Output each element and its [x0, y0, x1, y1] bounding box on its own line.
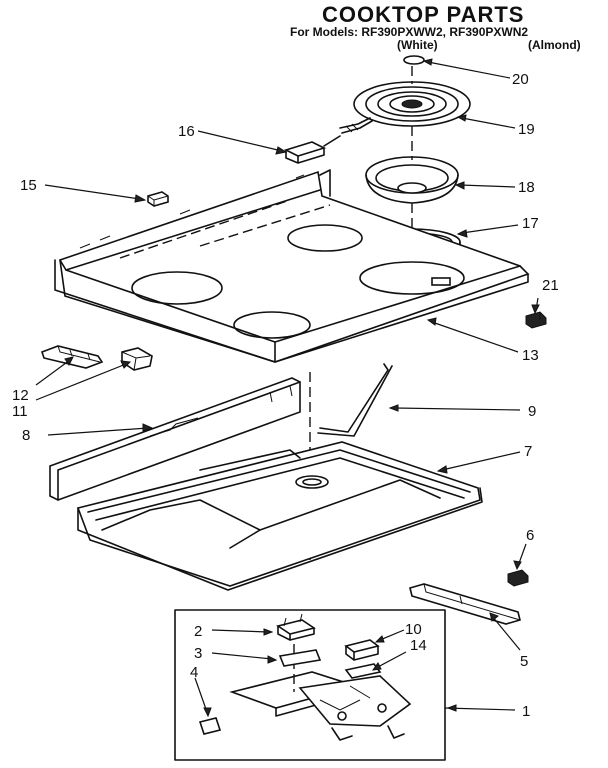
part-3-insulator: [211, 649, 322, 667]
part-13-cooktop: [54, 169, 530, 363]
part-18-drip-bowl: [365, 156, 516, 204]
callout-13: 13: [522, 347, 539, 364]
part-10-terminal: [344, 629, 405, 661]
callout-4: 4: [190, 664, 198, 681]
part-21-clip: [525, 297, 547, 329]
callout-6: 6: [526, 527, 534, 544]
part-9-rod: [317, 363, 521, 437]
part-7-burner-box: [76, 441, 521, 591]
callout-20: 20: [512, 71, 529, 88]
models-line: For Models: RF390PXWW2, RF390PXWN2: [290, 25, 528, 39]
callout-17: 17: [522, 215, 539, 232]
variant-white: (White): [397, 38, 438, 52]
part-6-clip: [507, 543, 529, 587]
callout-8: 8: [22, 427, 30, 444]
part-8-front-rail: [47, 377, 301, 501]
callout-3: 3: [194, 645, 202, 662]
callout-21: 21: [542, 277, 559, 294]
part-15-bracket: [44, 184, 169, 207]
part-12-hinge: [35, 345, 104, 386]
callout-19: 19: [518, 121, 535, 138]
part-1-switch-assembly: [174, 609, 516, 761]
callout-16: 16: [178, 123, 195, 140]
callout-11: 11: [12, 403, 28, 420]
part-5-bracket: [409, 583, 521, 651]
callout-15: 15: [20, 177, 37, 194]
part-14-insulator: [344, 651, 407, 679]
callout-10: 10: [405, 621, 422, 638]
callout-7: 7: [524, 443, 532, 460]
callout-9: 9: [528, 403, 536, 420]
part-20-cap: [403, 55, 511, 79]
variant-almond: (Almond): [528, 38, 581, 52]
callout-14: 14: [410, 637, 427, 654]
callout-2: 2: [194, 623, 202, 640]
part-16-terminal-block: [197, 130, 341, 164]
diagram-title: COOKTOP PARTS: [322, 2, 524, 27]
callout-1: 1: [522, 703, 530, 720]
part-2-switch: [211, 613, 316, 692]
part-11-spacer: [35, 347, 153, 401]
part-4-block: [194, 677, 222, 735]
callout-12: 12: [12, 387, 29, 404]
callout-18: 18: [518, 179, 535, 196]
callout-5: 5: [520, 653, 528, 670]
part-19-surface-element: [339, 81, 516, 134]
